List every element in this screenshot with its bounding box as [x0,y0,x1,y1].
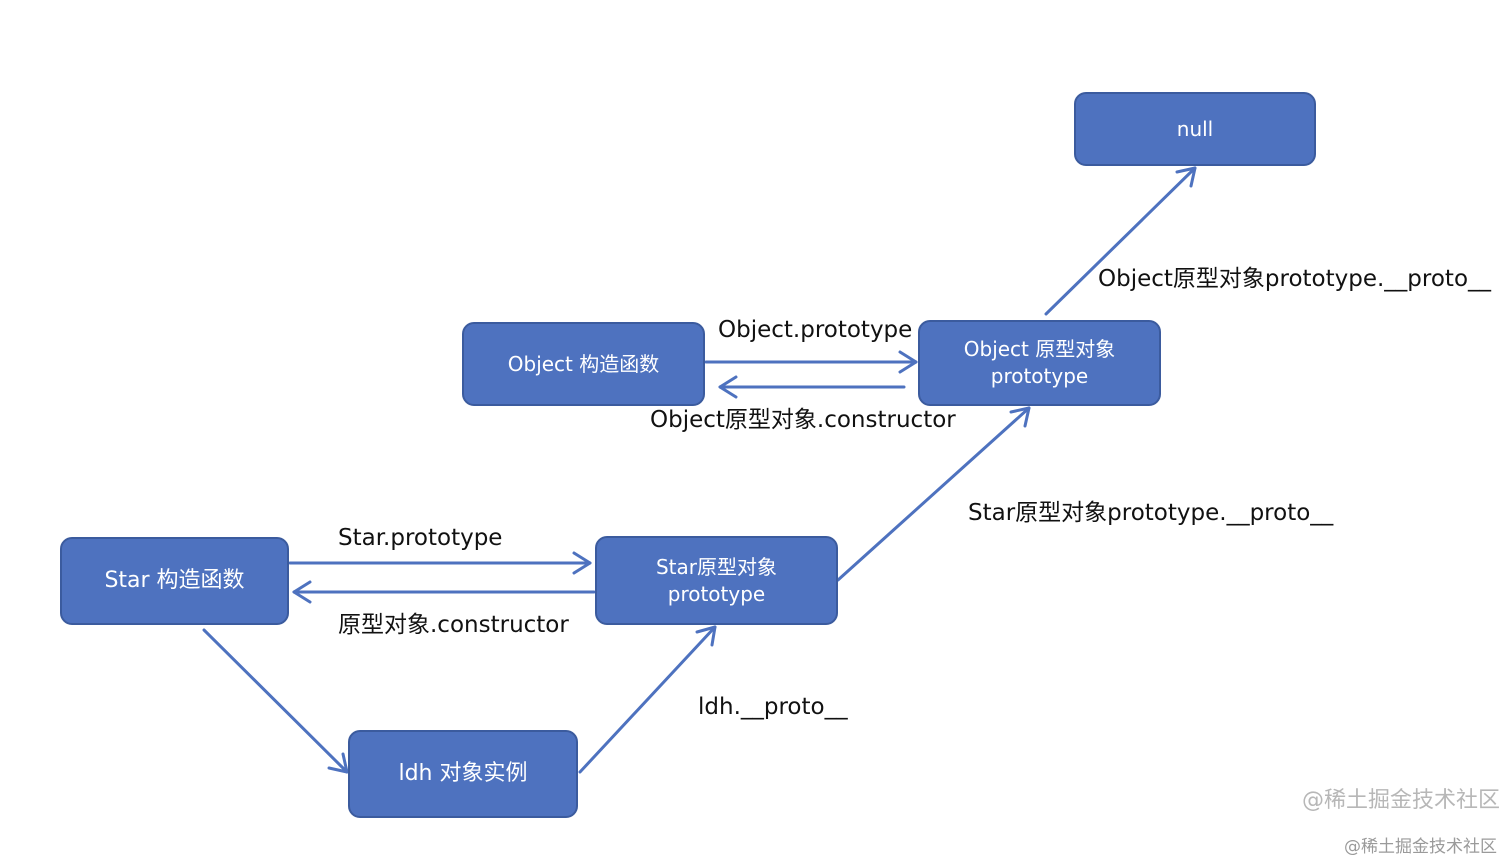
edge-star-prototype [288,551,592,575]
object-prototype-node: Object 原型对象 prototype [918,320,1161,406]
edge-star-proto-to-object-proto [836,406,1031,582]
label-object-proto-to-null: Object原型对象prototype.__proto__ [1098,266,1492,292]
label-object-constructor: Object原型对象.constructor [650,407,956,433]
edge-object-proto-to-null [1044,166,1197,316]
star-prototype-label: Star原型对象 [655,554,777,579]
star-constructor-label: Star 构造函数 [104,568,245,594]
label-star-proto-to-object-proto: Star原型对象prototype.__proto__ [968,500,1334,526]
object-prototype-label: Object 原型对象 [963,337,1116,361]
label-object-prototype: Object.prototype [718,317,913,343]
edge-object-prototype [704,350,918,374]
label-ldh-proto: ldh.__proto__ [698,694,848,720]
ldh-instance-node: ldh 对象实例 [348,730,578,818]
star-prototype-node: Star原型对象 prototype [595,536,838,625]
null-node-label: null [1176,116,1214,141]
object-constructor-node: Object 构造函数 [462,322,705,406]
edge-ldh-proto [578,625,717,774]
star-constructor-node: Star 构造函数 [60,537,289,625]
watermark-main: @稀土掘金技术社区 [1302,788,1501,813]
edge-star-ctor-to-ldh [202,628,349,774]
edge-star-constructor [292,580,596,604]
object-constructor-label: Object 构造函数 [507,351,660,376]
null-node: null [1074,92,1316,166]
edge-object-constructor [718,375,906,399]
label-star-prototype: Star.prototype [338,525,503,551]
object-prototype-sublabel: prototype [990,364,1089,388]
label-star-constructor: 原型对象.constructor [338,612,569,638]
ldh-instance-label: ldh 对象实例 [398,761,528,787]
watermark-footer: @稀土掘金技术社区 [1344,837,1497,857]
star-prototype-sublabel: prototype [667,581,766,606]
